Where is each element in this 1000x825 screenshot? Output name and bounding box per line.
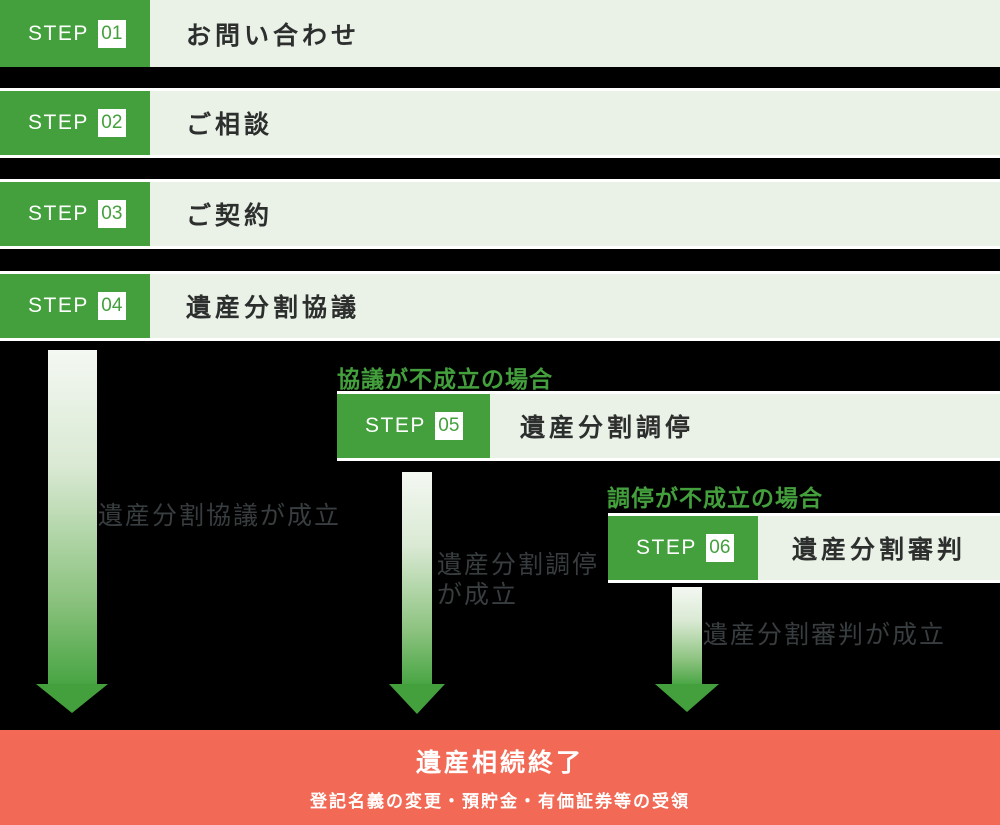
condition-label-step05: 協議が不成立の場合	[337, 366, 553, 392]
step-number: 01	[97, 19, 126, 48]
step-word: STEP	[636, 536, 697, 559]
down-arrow-icon	[672, 587, 702, 685]
condition-label-step06: 調停が不成立の場合	[607, 485, 823, 511]
arrow-label-shinpan: 遺産分割審判が成立	[703, 621, 947, 649]
step-badge-02: STEP 02	[0, 91, 150, 155]
step-row-01: STEP 01 お問い合わせ	[0, 0, 1000, 67]
step-row-06: STEP 06 遺産分割審判	[608, 513, 1000, 583]
step-number: 02	[97, 109, 126, 137]
down-arrow-icon	[48, 350, 97, 684]
down-arrow-head-icon	[389, 684, 445, 714]
step-word: STEP	[28, 21, 89, 45]
step-badge-04: STEP 04	[0, 274, 150, 338]
arrow-label-kyougi: 遺産分割協議が成立	[98, 502, 342, 530]
step-title: ご契約	[186, 202, 274, 230]
step-title: お問い合わせ	[186, 21, 361, 50]
down-arrow-icon	[402, 472, 432, 685]
step-badge-03: STEP 03	[0, 182, 150, 246]
step-badge-05: STEP 05	[337, 394, 490, 458]
step-title: ご相談	[186, 111, 274, 139]
step-row-04: STEP 04 遺産分割協議	[0, 271, 1000, 341]
completion-banner: 遺産相続終了 登記名義の変更・預貯金・有価証券等の受領	[0, 730, 1000, 825]
completion-subtitle: 登記名義の変更・預貯金・有価証券等の受領	[310, 792, 690, 811]
step-row-02: STEP 02 ご相談	[0, 88, 1000, 158]
arrow-label-choutei: 遺産分割調停が成立	[437, 551, 600, 609]
step-title: 遺産分割審判	[792, 536, 967, 564]
step-number: 05	[434, 412, 463, 440]
step-title: 遺産分割協議	[186, 294, 361, 322]
completion-title: 遺産相続終了	[415, 749, 584, 777]
down-arrow-head-icon	[655, 684, 719, 712]
step-word: STEP	[28, 111, 89, 134]
step-title: 遺産分割調停	[520, 414, 695, 442]
step-badge-06: STEP 06	[608, 516, 758, 580]
step-number: 04	[97, 292, 126, 320]
step-badge-01: STEP 01	[0, 0, 150, 67]
step-word: STEP	[365, 414, 426, 437]
step-word: STEP	[28, 202, 89, 225]
down-arrow-head-icon	[36, 684, 108, 713]
step-number: 06	[705, 534, 734, 562]
step-row-03: STEP 03 ご契約	[0, 179, 1000, 249]
step-row-05: STEP 05 遺産分割調停	[337, 391, 1000, 461]
step-number: 03	[97, 200, 126, 228]
step-word: STEP	[28, 294, 89, 317]
